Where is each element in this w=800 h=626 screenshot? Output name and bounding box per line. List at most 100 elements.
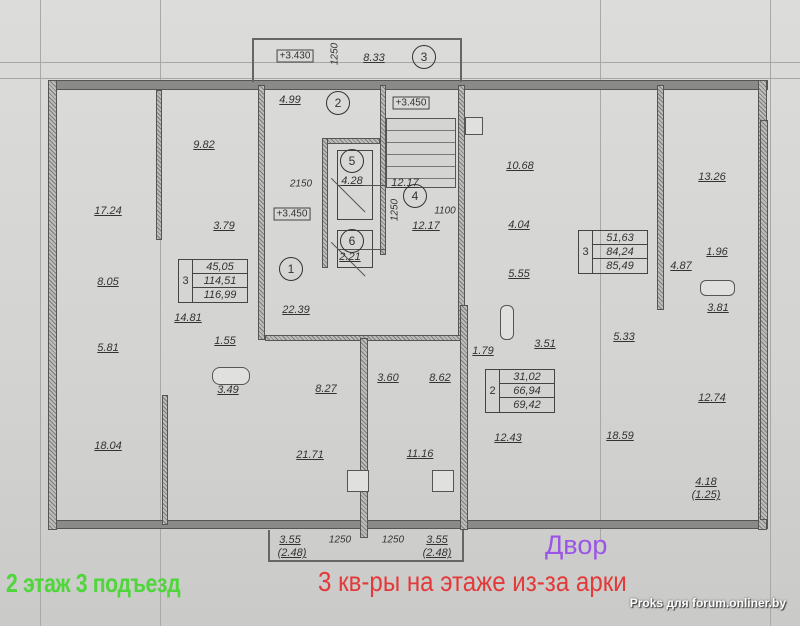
total-area: 84,24 <box>593 245 647 259</box>
dimension: 1250 <box>328 534 352 546</box>
stove-icon <box>432 470 454 492</box>
hall-area: 22.39 <box>282 304 310 316</box>
lift-area: 4.28 <box>341 175 363 187</box>
core-wall <box>322 138 328 268</box>
total-area-with-balcony: 116,99 <box>203 289 237 301</box>
room-area-label: 4.18 <box>695 476 717 488</box>
balcony-edge <box>462 530 464 560</box>
dimension: 1250 <box>381 534 405 546</box>
balcony-area-reduced: (2.48) <box>277 547 307 559</box>
watermark: Proks для forum.onliner.by <box>629 596 786 610</box>
room-area-label: 3.79 <box>213 220 235 232</box>
partition-wall <box>156 90 162 240</box>
dimension: 2150 <box>289 178 313 190</box>
axis-line <box>0 62 800 63</box>
party-wall <box>460 305 468 530</box>
room-number-3: 3 <box>412 45 436 69</box>
total-area-with-balcony: 69,42 <box>513 399 541 411</box>
total-area: 114,51 <box>193 274 247 288</box>
balcony-area-reduced: (2.48) <box>422 547 452 559</box>
lift-area: 2.21 <box>339 251 361 263</box>
axis-line <box>600 0 601 540</box>
room-area-label: 18.04 <box>94 440 122 452</box>
living-area: 45,05 <box>193 260 247 274</box>
yard-caption: Двор <box>545 530 608 560</box>
core-wall <box>380 85 386 255</box>
room-area-label: 8.05 <box>97 276 119 288</box>
balcony-area: 8.33 <box>363 52 385 64</box>
room-area-label: 14.81 <box>174 312 202 324</box>
balcony-edge <box>460 38 462 82</box>
room-area-label: 3.49 <box>217 384 239 396</box>
floor-entrance-caption: 2 этаж 3 подъезд <box>6 568 181 598</box>
room-count: 3 <box>579 231 593 273</box>
stove-icon <box>347 470 369 492</box>
bathtub-icon <box>212 367 250 385</box>
room-area-label: 4.87 <box>670 260 692 272</box>
balcony-area: 3.55 <box>279 534 301 546</box>
core-wall <box>458 85 465 340</box>
core-wall <box>322 138 380 144</box>
living-area: 51,63 <box>593 231 647 245</box>
room-area-label: 3.51 <box>534 338 556 350</box>
apartment-summary-left: 3 45,05 114,51 116,99 <box>178 259 248 303</box>
exterior-wall-left <box>48 80 57 530</box>
room-area-label: 11.16 <box>406 448 434 460</box>
dimension: 1250 <box>389 198 401 222</box>
exterior-wall-bottom <box>48 520 768 529</box>
stair-area: 12.17 <box>412 220 440 232</box>
axis-line <box>40 0 41 626</box>
balcony-edge <box>252 38 254 82</box>
room-area-label: 13.26 <box>698 171 726 183</box>
level-mark: +3.450 <box>273 207 311 221</box>
balcony-area: 3.55 <box>426 534 448 546</box>
level-mark: +3.450 <box>392 96 430 110</box>
room-number-5: 5 <box>340 149 364 173</box>
room-area-label: 5.81 <box>97 342 119 354</box>
room-number-6: 6 <box>340 229 364 253</box>
room-area-label: 12.43 <box>494 432 522 444</box>
apartment-summary-right: 3 51,63 84,24 85,49 <box>578 230 648 274</box>
room-area-label: 3.81 <box>707 302 729 314</box>
room-area-label: (1.25) <box>691 489 721 501</box>
room-area-label: 8.27 <box>315 383 337 395</box>
room-area-label: 5.55 <box>508 268 530 280</box>
room-area-label: 5.33 <box>613 331 635 343</box>
room-number-2: 2 <box>326 91 350 115</box>
room-area-label: 17.24 <box>94 205 122 217</box>
room-area-label: 8.62 <box>429 372 451 384</box>
partition-wall <box>162 395 168 525</box>
bathtub-icon <box>500 305 514 340</box>
total-area-with-balcony: 85,49 <box>606 260 634 272</box>
room-area-label: 4.04 <box>508 219 530 231</box>
room-area-label: 18.59 <box>606 430 634 442</box>
dimension: 1250 <box>329 42 341 66</box>
room-area-label: 1.55 <box>214 335 236 347</box>
balcony-edge <box>252 38 462 40</box>
room-area-label: 3.60 <box>377 372 399 384</box>
axis-line <box>770 0 771 626</box>
vestibule-area: 4.99 <box>279 94 301 106</box>
core-wall <box>258 85 265 340</box>
level-mark: +3.430 <box>276 49 314 63</box>
party-wall <box>360 338 368 538</box>
room-area-label: 9.82 <box>193 139 215 151</box>
balcony-edge <box>268 530 270 560</box>
room-number-1: 1 <box>279 257 303 281</box>
partition-wall <box>657 85 664 310</box>
apartments-note-caption: 3 кв-ры на этаже из-за арки <box>318 566 627 597</box>
axis-line <box>0 78 800 79</box>
room-area-label: 1.96 <box>706 246 728 258</box>
room-area-label: 21.71 <box>296 449 324 461</box>
total-area: 66,94 <box>500 384 554 398</box>
room-area-label: 1.79 <box>472 345 494 357</box>
axis-line <box>160 0 161 626</box>
room-area-label: 12.74 <box>698 392 726 404</box>
party-wall <box>760 120 768 520</box>
room-count: 2 <box>486 370 500 412</box>
stove-icon <box>465 117 483 135</box>
bathtub-icon <box>700 280 735 296</box>
room-area-label: 10.68 <box>506 160 534 172</box>
living-area: 31,02 <box>500 370 554 384</box>
